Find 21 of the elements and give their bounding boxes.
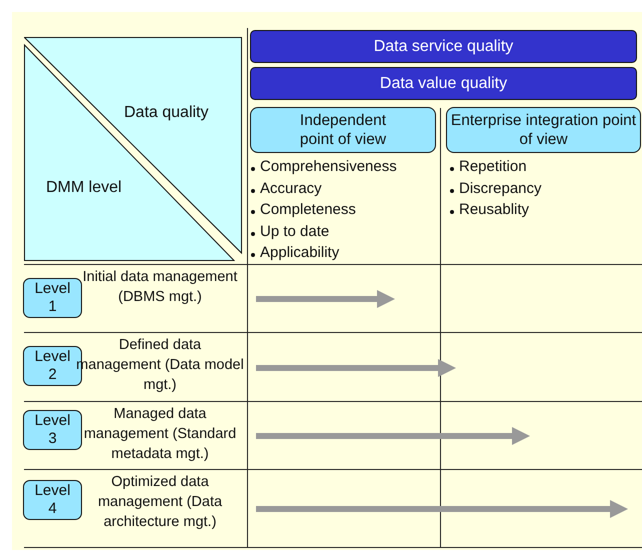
level-description: Initial data management (DBMS mgt.): [82, 268, 238, 307]
bullet-item: Completeness: [260, 201, 356, 218]
quality-band: Data service quality: [250, 30, 637, 63]
level-box: Level 1: [23, 278, 82, 318]
header-label: Data quality: [124, 104, 208, 122]
view-box: Enterprise integration point of view: [446, 107, 641, 153]
bullet-item: Accuracy: [260, 180, 322, 196]
diagonal-header-box: [24, 37, 242, 261]
bullet-item: Up to date: [260, 222, 330, 240]
view-box: Independent point of view: [250, 107, 436, 153]
bullet-item: Applicability: [260, 244, 340, 261]
bullet-item: Comprehensiveness: [260, 158, 397, 175]
level-box: Level 3: [23, 410, 82, 450]
header-label: DMM level: [46, 179, 122, 197]
level-box: Level 4: [23, 480, 82, 520]
level-description: Optimized data management (Data architecture mgt.): [96, 473, 224, 532]
bullet-item: Discrepancy: [459, 180, 542, 196]
bullet-item: Reusablity: [459, 201, 530, 218]
bullet-item: Repetition: [459, 158, 527, 175]
level-description: Managed data management (Standard metadata mgt.): [82, 405, 238, 464]
quality-band: Data value quality: [250, 67, 637, 100]
